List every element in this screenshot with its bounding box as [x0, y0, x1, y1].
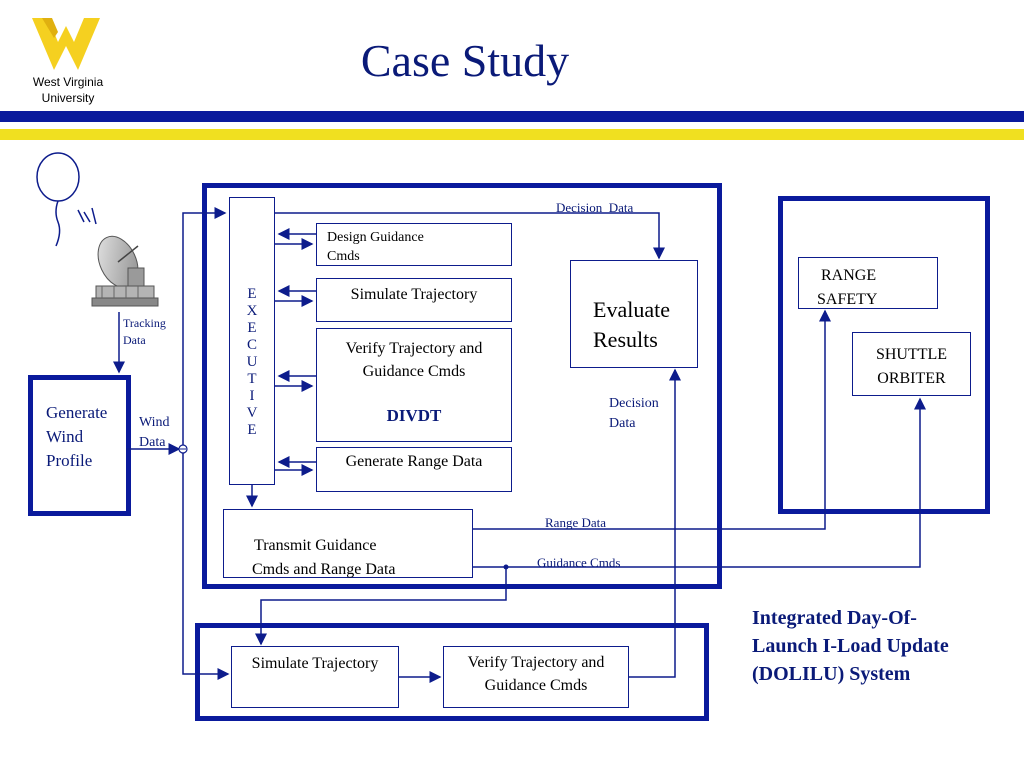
- shuttle-line2: ORBITER: [877, 370, 946, 387]
- tracking-data-line2: Data: [123, 333, 146, 347]
- decision-data-mid-line1: Decision: [609, 396, 659, 411]
- decision-data-top-label: Decision Data: [556, 200, 634, 215]
- generate-wind-line2: Wind: [46, 427, 84, 446]
- verification-frame: [195, 623, 709, 721]
- verify-trajectory-bottom-box: Verify Trajectory and Guidance Cmds: [443, 646, 629, 708]
- range-data-label: Range Data: [545, 515, 607, 530]
- executive-letter: I: [249, 388, 255, 404]
- evaluate-results-box: Evaluate Results: [570, 260, 698, 368]
- caption-line1: Integrated Day-Of-: [752, 607, 917, 629]
- executive-letter: V: [246, 405, 258, 421]
- weather-balloon-icon: [36, 152, 97, 247]
- evaluate-line2: Results: [593, 327, 658, 352]
- caption-line3: (DOLILU) System: [752, 663, 911, 685]
- divdt-label: DIVDT: [386, 406, 442, 425]
- shuttle-line1: SHUTTLE: [875, 346, 948, 363]
- caption-line2: Launch I-Load Update: [752, 635, 949, 657]
- simulate-trajectory-bottom-box: Simulate Trajectory: [231, 646, 399, 708]
- wind-data-line1: Wind: [139, 415, 170, 430]
- design-guidance-box: Design Guidance Cmds: [316, 223, 512, 266]
- external-systems-frame: [778, 196, 990, 514]
- header-stripe-blue: [0, 111, 1024, 122]
- range-safety-line2: SAFETY: [817, 291, 878, 308]
- verify-top-line2: Guidance Cmds: [362, 363, 466, 380]
- evaluate-line1: Evaluate: [593, 297, 670, 322]
- verify-top-line1: Verify Trajectory and: [345, 340, 483, 357]
- generate-range-data-box: Generate Range Data: [316, 447, 512, 492]
- executive-letter: U: [246, 354, 258, 370]
- design-guidance-line2: Cmds: [327, 249, 360, 264]
- header-stripe-gold: [0, 129, 1024, 140]
- transmit-guidance-box: Transmit Guidance Cmds and Range Data: [223, 509, 473, 578]
- transmit-line2: Cmds and Range Data: [252, 561, 396, 578]
- executive-letter: X: [246, 303, 258, 319]
- simulate-trajectory-top-label: Simulate Trajectory: [350, 286, 478, 303]
- verify-bottom-line2: Guidance Cmds: [484, 677, 588, 694]
- verify-trajectory-top-box: Verify Trajectory and Guidance Cmds DIVD…: [316, 328, 512, 442]
- design-guidance-line1: Design Guidance: [327, 230, 424, 245]
- generate-wind-line3: Profile: [46, 451, 93, 470]
- generate-range-data-label: Generate Range Data: [345, 453, 483, 470]
- university-name-line1: West Virginia: [32, 75, 104, 89]
- simulate-trajectory-top-box: Simulate Trajectory: [316, 278, 512, 322]
- dolilu-main-frame: [202, 183, 722, 589]
- wind-data-line2: Data: [139, 435, 166, 450]
- generate-wind-line1: Generate: [46, 403, 108, 422]
- page-title: Case Study: [360, 35, 570, 86]
- verify-bottom-line1: Verify Trajectory and: [467, 654, 605, 671]
- tracking-data-line1: Tracking: [123, 316, 166, 330]
- wvu-logo-icon: [32, 18, 100, 70]
- executive-letter: E: [247, 320, 257, 336]
- executive-letter: E: [247, 286, 257, 302]
- range-safety-line1: RANGE: [821, 267, 877, 284]
- range-safety-box: RANGE SAFETY: [798, 257, 938, 309]
- executive-letter: T: [247, 371, 257, 387]
- decision-data-mid-line2: Data: [609, 416, 636, 431]
- executive-letter: E: [247, 422, 257, 438]
- generate-wind-frame: [28, 375, 131, 516]
- simulate-trajectory-bottom-label: Simulate Trajectory: [251, 655, 379, 672]
- transmit-line1: Transmit Guidance: [254, 537, 377, 554]
- radar-dish-icon: [91, 235, 159, 307]
- shuttle-orbiter-box: SHUTTLE ORBITER: [852, 332, 971, 396]
- executive-letter: C: [246, 337, 257, 353]
- guidance-cmds-label: Guidance Cmds: [537, 555, 621, 570]
- university-name-line2: University: [41, 91, 95, 105]
